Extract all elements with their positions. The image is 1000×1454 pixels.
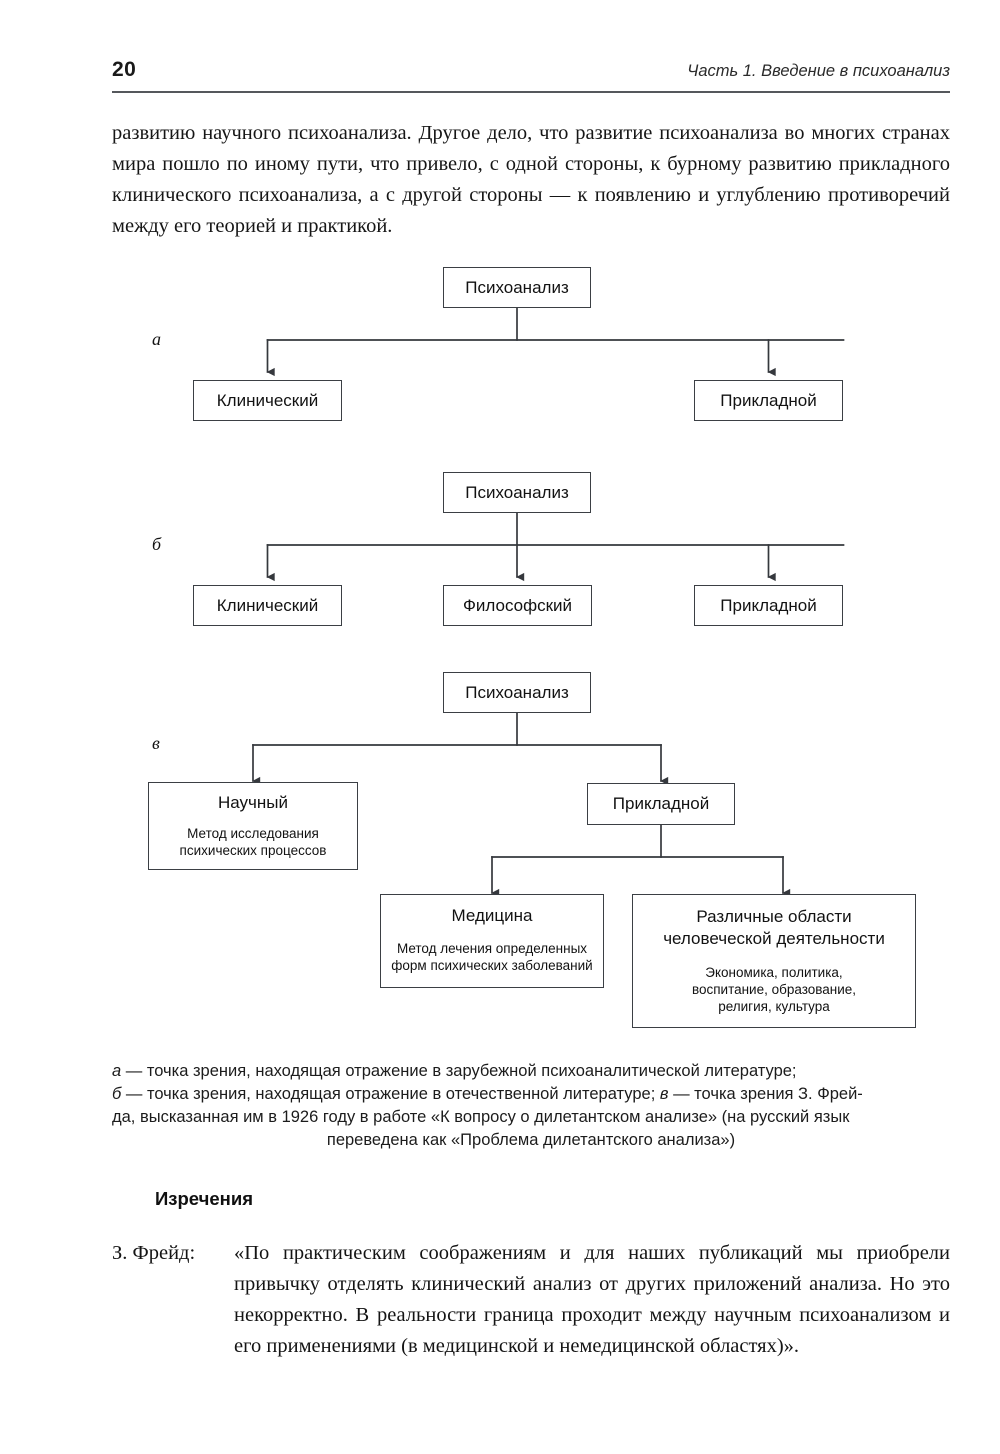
panel-b-child-clinical-box: Клинический xyxy=(193,585,342,626)
panel-b-child-applied-label: Прикладной xyxy=(720,595,817,615)
panel-v-areas-title: Различные области человеческой деятельно… xyxy=(663,907,885,948)
caption-line-3: да, высказанная им в 1926 году в работе … xyxy=(112,1108,850,1126)
panel-v-areas-box: Различные области человеческой деятельно… xyxy=(632,894,916,1028)
panel-a-child-applied-box: Прикладной xyxy=(694,380,843,421)
panel-b-child-applied-box: Прикладной xyxy=(694,585,843,626)
panel-v-scientific-box: Научный Метод исследования психических п… xyxy=(148,782,358,870)
caption-marker-b: б xyxy=(112,1085,122,1103)
sayings-heading: Изречения xyxy=(155,1188,253,1209)
running-title: Часть 1. Введение в психоанализ xyxy=(687,62,950,80)
panel-a-child-clinical-label: Клинический xyxy=(216,390,319,410)
panel-v-medicine-subtitle: Метод лечения определенных форм психичес… xyxy=(391,941,593,973)
caption-line-1-text: — точка зрения, находящая отражение в за… xyxy=(121,1062,797,1080)
panel-v-medicine-box: Медицина Метод лечения определенных форм… xyxy=(380,894,604,988)
panel-v-medicine-title: Медицина xyxy=(451,906,533,925)
panel-v-root-box: Психоанализ xyxy=(443,672,591,713)
panel-a-root-box: Психоанализ xyxy=(443,267,591,308)
caption-line-2-text: — точка зрения, находящая отражение в от… xyxy=(121,1085,660,1103)
panel-b-child-philosophical-label: Философский xyxy=(462,595,573,615)
caption-marker-v: в xyxy=(659,1085,669,1103)
figure-caption: а — точка зрения, находящая отражение в … xyxy=(112,1060,950,1152)
panel-letter-v: в xyxy=(152,733,160,753)
quote-text: «По практическим соображениям и для наши… xyxy=(234,1242,950,1357)
panel-v-areas-subtitle: Экономика, политика, воспитание, образов… xyxy=(691,965,857,1014)
panel-letter-b: б xyxy=(152,534,162,554)
caption-marker-a: а xyxy=(112,1062,122,1080)
panel-a-child-clinical-box: Клинический xyxy=(193,380,342,421)
panel-a-child-applied-label: Прикладной xyxy=(720,390,817,410)
caption-line-2-text2: — точка зрения З. Фрей- xyxy=(668,1085,863,1103)
panel-b-child-philosophical-box: Философский xyxy=(443,585,592,626)
caption-line-1: а — точка зрения, находящая отражение в … xyxy=(112,1060,950,1083)
panel-b-root-label: Психоанализ xyxy=(465,482,569,502)
panel-v-scientific-title: Научный xyxy=(217,793,288,812)
page-header: 20 Часть 1. Введение в психоанализ xyxy=(112,58,950,98)
page-number: 20 xyxy=(112,58,137,81)
panel-v-scientific-subtitle: Метод исследования психических процессов xyxy=(179,826,327,858)
caption-line-2: б — точка зрения, находящая отражение в … xyxy=(112,1083,950,1106)
panel-v-root-label: Психоанализ xyxy=(465,682,569,702)
panel-b-root-box: Психоанализ xyxy=(443,472,591,513)
body-paragraph: развитию научного психоанализа. Другое д… xyxy=(112,122,950,237)
panel-v-applied-label: Прикладной xyxy=(612,794,710,813)
panel-a-root-label: Психоанализ xyxy=(465,277,569,297)
quote-author: З. Фрейд: xyxy=(112,1242,196,1264)
panel-b-child-clinical-label: Клинический xyxy=(216,595,319,615)
panel-v-applied-box: Прикладной xyxy=(587,783,735,825)
panel-letter-a: а xyxy=(152,329,161,349)
header-rule xyxy=(112,91,950,93)
caption-line-4: переведена как «Проблема дилетантского а… xyxy=(326,1131,736,1149)
